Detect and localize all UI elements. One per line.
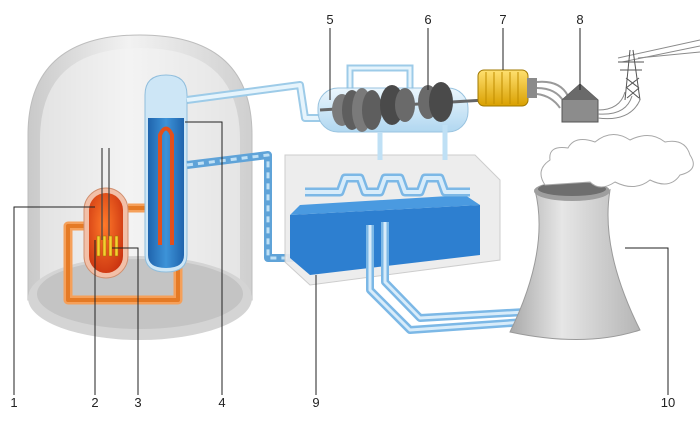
label-1: 1 — [10, 395, 17, 410]
label-6: 6 — [424, 12, 431, 27]
feedwater-pipe — [186, 151, 300, 262]
steam-generator — [144, 74, 188, 273]
cooling-tower — [509, 181, 641, 340]
steam-plume — [540, 134, 694, 188]
label-2: 2 — [91, 395, 98, 410]
low-pressure-turbine — [380, 82, 453, 125]
label-4: 4 — [218, 395, 225, 410]
transformer — [561, 83, 599, 123]
electric-generator — [477, 69, 537, 107]
high-pressure-turbine — [332, 88, 382, 132]
condenser — [284, 125, 501, 286]
main-steam-pipe — [186, 64, 414, 122]
power-lines — [597, 39, 700, 120]
cooling-water-pipes — [366, 222, 526, 334]
reactor-vessel — [83, 187, 129, 279]
label-5: 5 — [326, 12, 333, 27]
containment-building — [27, 34, 253, 340]
label-10: 10 — [661, 395, 675, 410]
electricity-pylon — [618, 49, 644, 101]
label-3: 3 — [134, 395, 141, 410]
label-9: 9 — [312, 395, 319, 410]
control-rods — [101, 148, 110, 240]
label-7: 7 — [499, 12, 506, 27]
label-8: 8 — [576, 12, 583, 27]
part-labels: 1 2 3 4 5 6 7 8 9 10 — [10, 12, 675, 410]
fuel-rods — [96, 235, 119, 257]
leader-lines — [13, 28, 669, 395]
